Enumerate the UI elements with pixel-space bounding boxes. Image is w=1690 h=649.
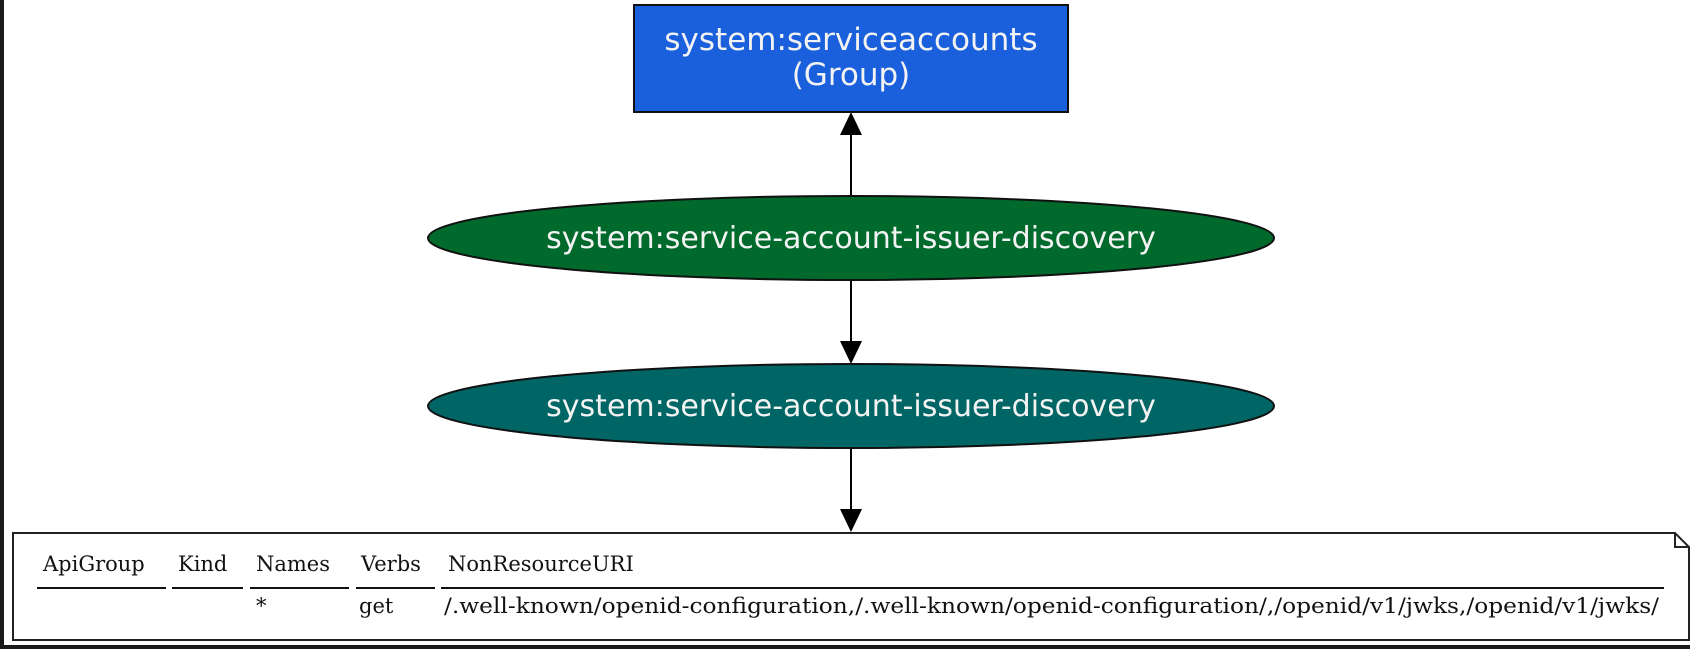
cell-nonresourceuri: /.well-known/openid-configuration,/.well… — [444, 594, 1660, 618]
group-node[interactable]: system:serviceaccounts (Group) — [633, 4, 1069, 113]
rules-table-border — [12, 532, 1690, 641]
group-node-kind: (Group) — [792, 57, 911, 93]
bottom-border — [0, 645, 1690, 649]
role-node-ellipse — [427, 363, 1275, 449]
edge-role-to-rules — [840, 449, 862, 532]
role-node[interactable]: system:service-account-issuer-discovery — [427, 363, 1275, 449]
group-node-box — [633, 4, 1069, 113]
role-node-label: system:service-account-issuer-discovery — [546, 389, 1156, 424]
binding-node-label: system:service-account-issuer-discovery — [546, 221, 1156, 256]
edge-binding-to-role — [840, 281, 862, 364]
header-names: Names — [256, 552, 330, 576]
header-apigroup: ApiGroup — [42, 552, 145, 576]
header-verbs: Verbs — [360, 552, 421, 576]
rules-table: ApiGroup Kind Names Verbs NonResourceURI… — [12, 532, 1690, 641]
group-node-name: system:serviceaccounts — [664, 22, 1037, 58]
binding-node-ellipse — [427, 195, 1275, 281]
binding-node[interactable]: system:service-account-issuer-discovery — [427, 195, 1275, 281]
edge-binding-to-group — [840, 112, 862, 196]
header-nonresourceuri: NonResourceURI — [448, 552, 634, 576]
cell-verbs: get — [359, 594, 394, 618]
left-border — [0, 0, 4, 649]
header-kind: Kind — [178, 552, 227, 576]
cell-names: * — [256, 594, 267, 618]
